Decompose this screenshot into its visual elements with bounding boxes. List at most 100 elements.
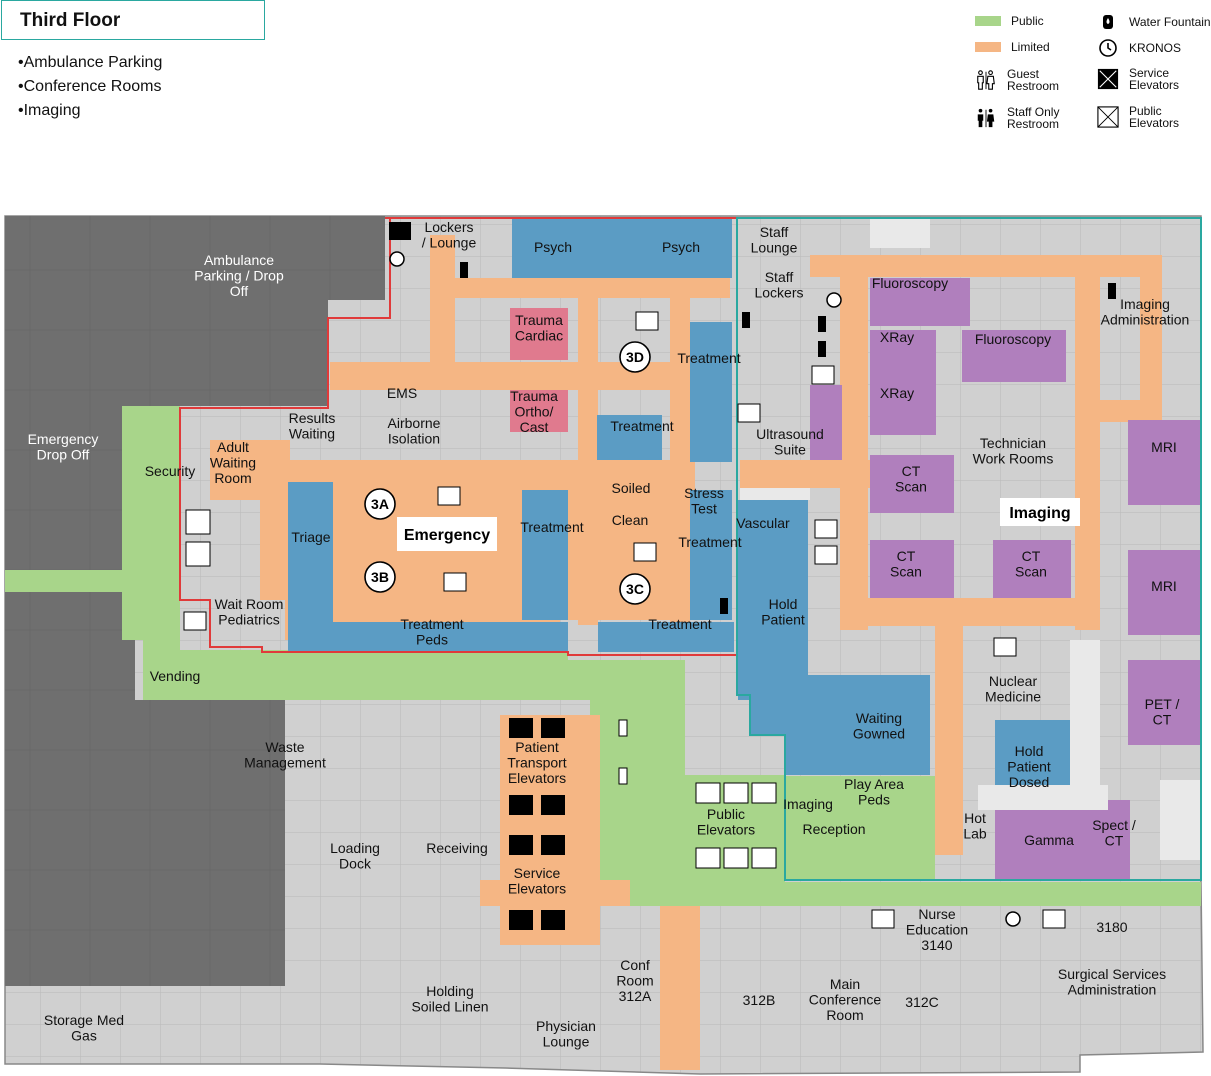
light-rooms: [740, 218, 1200, 860]
floor-highlights: Ambulance Parking Conference Rooms Imagi…: [18, 51, 163, 123]
highlight-item: Conference Rooms: [18, 75, 162, 99]
room-label-psych-2: Psych: [662, 239, 700, 255]
legend-guest-restroom: Guest Restroom: [975, 68, 1059, 92]
legend-water-fountain: Water Fountain: [1097, 11, 1211, 33]
room-label-psych-1: Psych: [534, 239, 572, 255]
service-elevator-icon: [509, 718, 565, 930]
room-label-security: Security: [145, 463, 196, 479]
legend-limited: Limited: [975, 41, 1050, 53]
room-label-spect-ct: Spect /CT: [1092, 817, 1136, 849]
pod-markers: 3A 3B 3C 3D: [364, 341, 651, 605]
water-fountain-icon: [618, 719, 628, 785]
room-label-treatment-ne: Treatment: [677, 350, 740, 366]
room-label-lockers-lounge: Lockers/ Lounge: [422, 219, 477, 251]
room-label-reception: Reception: [802, 821, 865, 837]
room-label-gamma: Gamma: [1024, 832, 1074, 848]
emergency-zone-label: Emergency: [404, 527, 490, 544]
highlight-item: Ambulance Parking: [18, 51, 163, 75]
room-label-xray-1: XRay: [880, 329, 914, 345]
room-label-mri-2: MRI: [1151, 578, 1177, 594]
public-elevator-icon: [1097, 106, 1119, 128]
legend-kronos: KRONOS: [1097, 37, 1181, 59]
room-label-treatment-c: Treatment: [520, 519, 583, 535]
pod-marker: 3A: [364, 488, 396, 520]
staff-restroom-icon: [975, 107, 997, 129]
clock-icon: [1097, 37, 1119, 59]
imaging-zone-label: Imaging: [1009, 505, 1070, 522]
room-label-receiving: Receiving: [426, 840, 487, 856]
room-label-imaging-label: Imaging: [783, 796, 833, 812]
emergency-zone-border: [179, 217, 738, 656]
legend-public-elevators: Public Elevators: [1097, 105, 1179, 129]
room-label-ems: EMS: [387, 385, 417, 401]
room-label-fluoroscopy-1: Fluoroscopy: [872, 275, 948, 291]
ambulance-parking: [5, 216, 385, 986]
public-swatch: [975, 16, 1001, 26]
imaging-green-area: [785, 776, 935, 880]
trauma-rooms: [510, 308, 568, 432]
room-label-clean: Clean: [612, 512, 649, 528]
room-label-pet-ct: PET /CT: [1145, 696, 1180, 728]
svg-text:3C: 3C: [626, 581, 644, 597]
guest-restroom-icon: [975, 69, 997, 91]
room-label-mri-1: MRI: [1151, 439, 1177, 455]
svg-text:3B: 3B: [371, 569, 389, 585]
legend-staff-restroom: Staff Only Restroom: [975, 106, 1059, 130]
legend: Public Limited Guest Restroom Staff Only…: [975, 10, 1211, 140]
legend-public: Public: [975, 15, 1044, 27]
room-label-treatment-mid: Treatment: [610, 418, 673, 434]
imaging-rooms: [810, 278, 1200, 880]
water-fountain-icon: [1097, 11, 1119, 33]
pod-marker: 3C: [619, 573, 651, 605]
blue-rooms: [288, 218, 1070, 785]
room-label-vascular: Vascular: [736, 515, 790, 531]
room-label-r312b: 312B: [743, 992, 776, 1008]
pod-marker: 3B: [364, 561, 396, 593]
room-label-vending: Vending: [150, 668, 201, 684]
staff-restroom-icon: [389, 222, 1116, 614]
service-elevator-icon: [1097, 68, 1119, 90]
svg-text:3A: 3A: [371, 496, 389, 512]
restroom-icon: [183, 311, 1066, 929]
highlight-item: Imaging: [18, 99, 162, 123]
floor-title: Third Floor: [20, 10, 121, 31]
room-label-xray-2: XRay: [880, 385, 914, 401]
room-label-treatment-s: Treatment: [648, 616, 711, 632]
zone-labels: Emergency Imaging: [397, 498, 1080, 551]
room-label-treatment-e: Treatment: [678, 534, 741, 550]
room-label-r3180: 3180: [1096, 919, 1127, 935]
room-label-fluoroscopy-2: Fluoroscopy: [975, 331, 1051, 347]
room-label-triage: Triage: [291, 529, 330, 545]
public-elevator-icon: [185, 509, 777, 869]
